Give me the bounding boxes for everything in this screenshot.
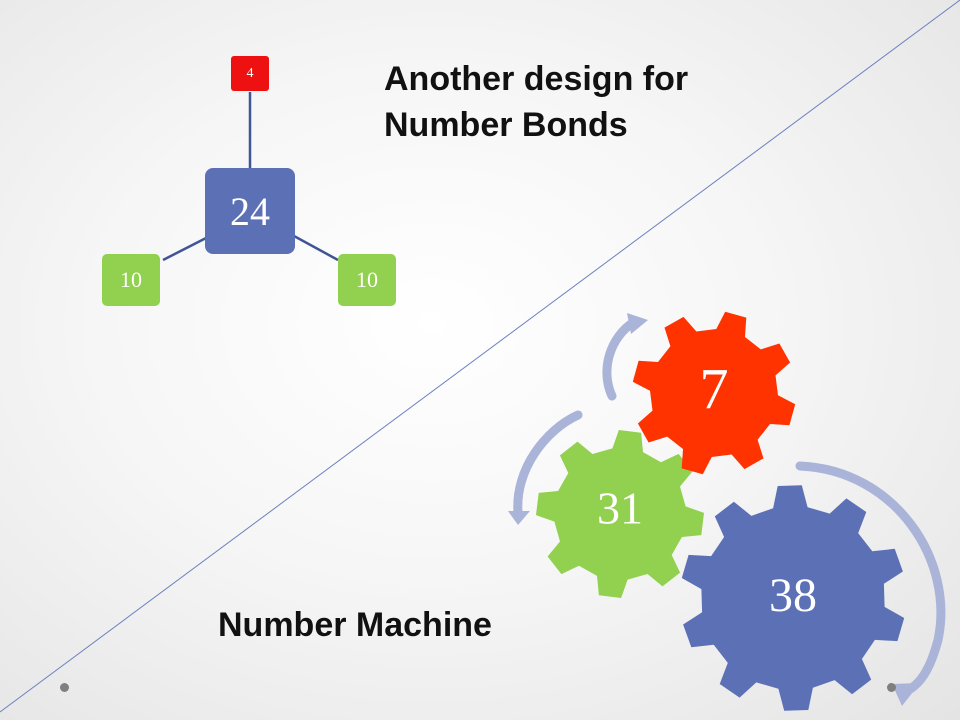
number-bonds-title-line1: Another design for (384, 60, 689, 98)
bond-part-left: 10 (102, 254, 160, 306)
connector-left (162, 234, 211, 262)
bond-part-top: 4 (231, 56, 269, 91)
number-machine-title: Number Machine (218, 606, 492, 644)
gear-large (681, 485, 905, 711)
arrowhead-left (508, 511, 530, 525)
bond-connectors (162, 92, 339, 262)
bond-part-right: 10 (338, 254, 396, 306)
cycle-arrow-right (795, 461, 946, 697)
cycle-arrowheads (508, 313, 920, 706)
gear-medium-label: 31 (597, 483, 643, 534)
arrowhead-right (892, 683, 920, 706)
gear-small (632, 311, 796, 475)
arrowhead-top (627, 313, 648, 334)
gear-medium (536, 430, 704, 598)
cycle-arrows (513, 317, 946, 697)
cycle-arrow-top (602, 317, 639, 401)
number-bonds-title-line2: Number Bonds (384, 106, 628, 144)
number-bonds-title: Another design for Number Bonds (384, 56, 688, 148)
bond-whole: 24 (205, 168, 295, 254)
cycle-arrow-left (513, 410, 583, 517)
connector-right (293, 234, 339, 262)
footer-dot-right (887, 683, 896, 692)
gear-small-label: 7 (700, 356, 729, 421)
footer-dot-left (60, 683, 69, 692)
gear-large-label: 38 (769, 569, 817, 622)
